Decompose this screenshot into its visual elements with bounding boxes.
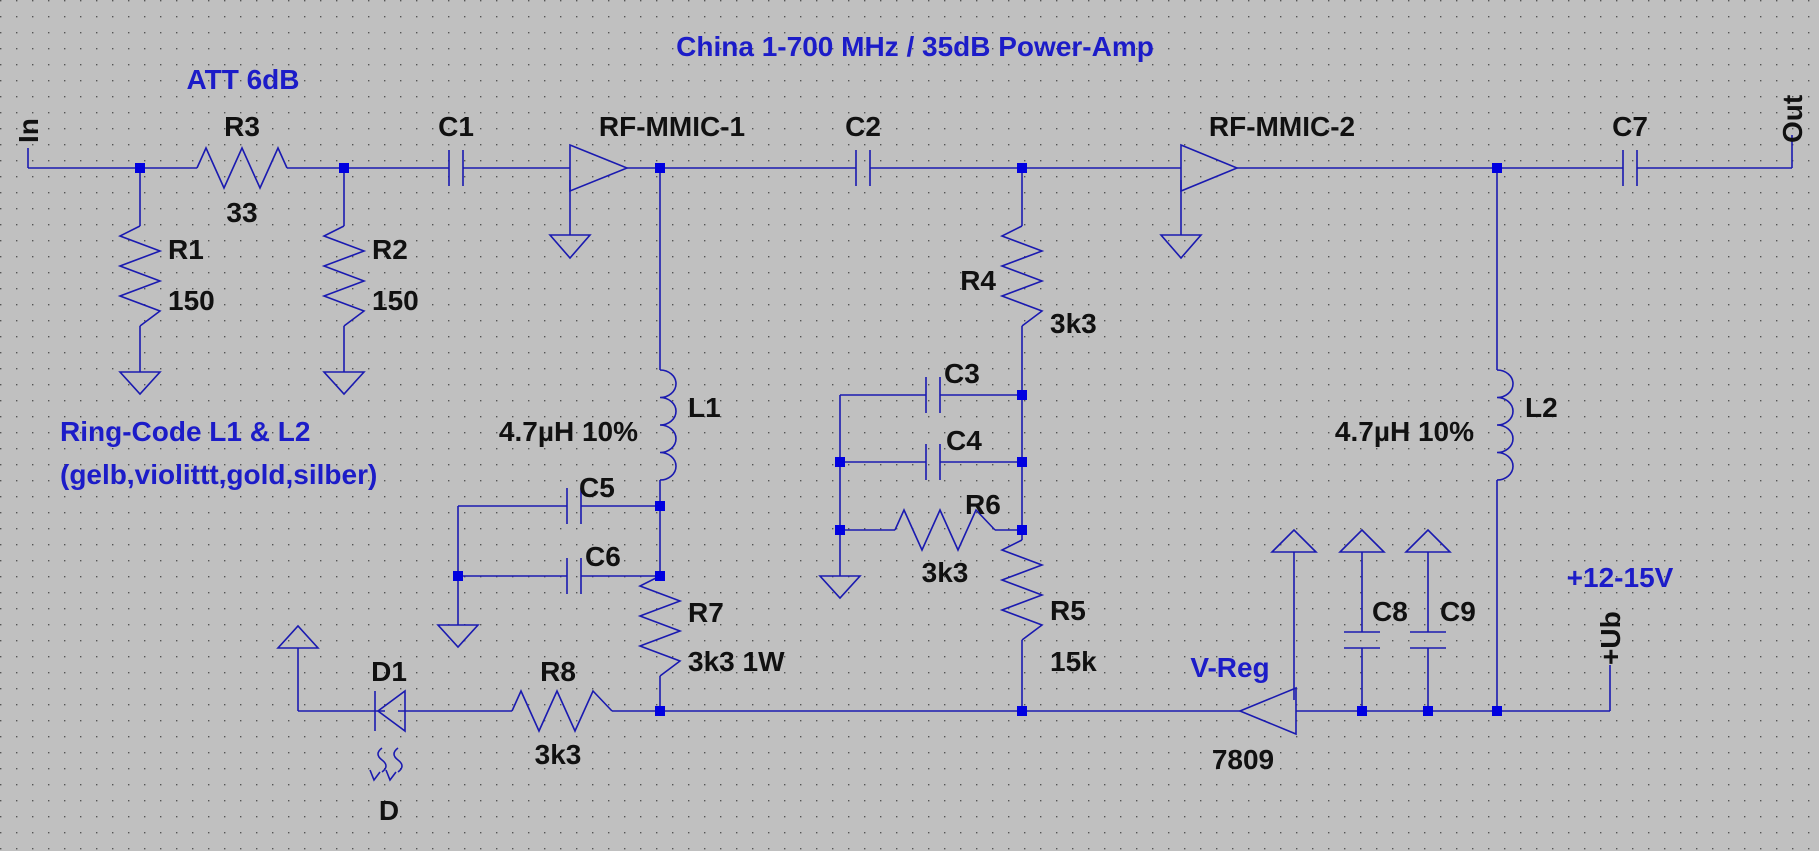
capacitor-c4-symbol <box>925 444 941 480</box>
r2-label: R2 <box>372 234 408 265</box>
resistor-r2-symbol <box>321 225 367 327</box>
c6-label: C6 <box>585 541 621 572</box>
mmic-2-label: RF-MMIC-2 <box>1209 111 1355 142</box>
c8-label: C8 <box>1372 596 1408 627</box>
att-note: ATT 6dB <box>186 64 299 95</box>
vreg-value: 7809 <box>1212 744 1274 775</box>
d1-label: D1 <box>371 656 407 687</box>
l1-value: 4.7µH 10% <box>499 416 638 447</box>
vreg-note: V-Reg <box>1190 652 1269 683</box>
capacitor-c1-symbol <box>448 150 464 186</box>
resistor-r4-symbol <box>999 225 1045 327</box>
inductor-l1-symbol <box>659 369 677 481</box>
resistor-r1-symbol <box>117 225 163 327</box>
junction-dots <box>135 163 1502 716</box>
ground-icon <box>1159 234 1203 260</box>
r2-value: 150 <box>372 285 419 316</box>
mmic-1-label: RF-MMIC-1 <box>599 111 745 142</box>
r7-value: 3k3 1W <box>688 646 785 677</box>
r5-label: R5 <box>1050 595 1086 626</box>
ring-code-colors-note: (gelb,violittt,gold,silber) <box>60 459 377 490</box>
capacitor-c5-symbol <box>566 488 582 524</box>
supply-arrow-icon <box>1404 528 1452 553</box>
mmic-1-symbol <box>569 143 630 193</box>
r5-value: 15k <box>1050 646 1097 677</box>
r7-label: R7 <box>688 597 724 628</box>
mmic-2-symbol <box>1180 143 1240 193</box>
d1-value: D <box>379 795 399 826</box>
port-out-label: Out <box>1777 95 1808 143</box>
ground-icon <box>322 371 366 396</box>
supply-arrow-icon <box>276 624 320 649</box>
c9-label: C9 <box>1440 596 1476 627</box>
supply-arrow-icon <box>1338 528 1386 553</box>
r8-value: 3k3 <box>535 739 582 770</box>
r6-value: 3k3 <box>922 557 969 588</box>
port-in-label: In <box>13 118 44 143</box>
r6-label: R6 <box>965 489 1001 520</box>
supply-arrow-icon <box>1270 528 1318 553</box>
c5-label: C5 <box>579 472 615 503</box>
diagram-title: China 1-700 MHz / 35dB Power-Amp <box>676 31 1154 62</box>
l1-label: L1 <box>688 392 721 423</box>
capacitor-c3-symbol <box>925 377 941 413</box>
voltage-regulator-symbol <box>1237 686 1297 736</box>
r3-value: 33 <box>226 197 257 228</box>
c4-label: C4 <box>946 425 982 456</box>
inductor-l2-symbol <box>1496 369 1514 481</box>
l2-label: L2 <box>1525 392 1558 423</box>
capacitor-c7-symbol <box>1622 150 1638 186</box>
c2-label: C2 <box>845 111 881 142</box>
resistor-r6-symbol <box>894 508 996 552</box>
resistor-r5-symbol <box>999 539 1045 641</box>
resistor-r3-symbol <box>196 146 288 190</box>
capacitor-c2-symbol <box>855 150 871 186</box>
ground-icon <box>118 371 162 396</box>
c1-label: C1 <box>438 111 474 142</box>
r3-label: R3 <box>224 111 260 142</box>
supply-voltage-note: +12-15V <box>1567 562 1674 593</box>
ring-code-note: Ring-Code L1 & L2 <box>60 416 310 447</box>
resistor-r8-symbol <box>511 689 613 733</box>
led-d1-symbol <box>369 689 410 782</box>
capacitor-c8-symbol <box>1344 631 1380 649</box>
ground-icon <box>436 624 480 649</box>
capacitor-c9-symbol <box>1410 631 1446 649</box>
c7-label: C7 <box>1612 111 1648 142</box>
port-ub-label: +Ub <box>1595 611 1626 665</box>
r1-label: R1 <box>168 234 204 265</box>
r4-label: R4 <box>960 265 996 296</box>
capacitor-c6-symbol <box>566 558 582 594</box>
r4-value: 3k3 <box>1050 308 1097 339</box>
r8-label: R8 <box>540 656 576 687</box>
l2-value: 4.7µH 10% <box>1335 416 1474 447</box>
c3-label: C3 <box>944 358 980 389</box>
ground-icon <box>818 575 862 600</box>
r1-value: 150 <box>168 285 215 316</box>
resistor-r7-symbol <box>637 575 683 677</box>
ground-icon <box>548 234 592 260</box>
